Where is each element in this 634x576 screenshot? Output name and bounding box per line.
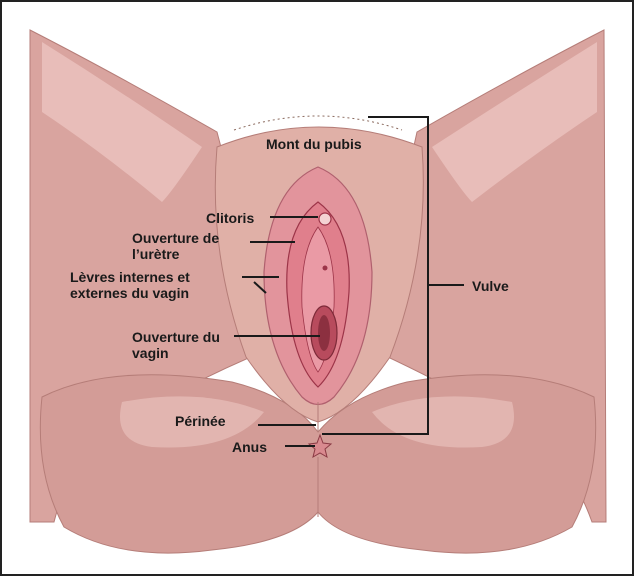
- label-mont-du-pubis: Mont du pubis: [266, 136, 362, 152]
- clitoris-glans: [319, 213, 331, 225]
- urethra-opening: [323, 266, 328, 271]
- label-urethre-line2: l’urètre: [132, 246, 179, 262]
- label-vagin-line1: Ouverture du: [132, 329, 220, 345]
- label-perinee: Périnée: [175, 413, 226, 429]
- label-anus: Anus: [232, 439, 267, 455]
- label-levres-line2: externes du vagin: [70, 285, 189, 301]
- vaginal-opening-inner: [318, 315, 330, 351]
- label-levres-line1: Lèvres internes et: [70, 269, 190, 285]
- label-urethre-line1: Ouverture de: [132, 230, 219, 246]
- label-vagin-line2: vagin: [132, 345, 169, 361]
- label-vulve: Vulve: [472, 278, 509, 294]
- label-clitoris: Clitoris: [206, 210, 254, 226]
